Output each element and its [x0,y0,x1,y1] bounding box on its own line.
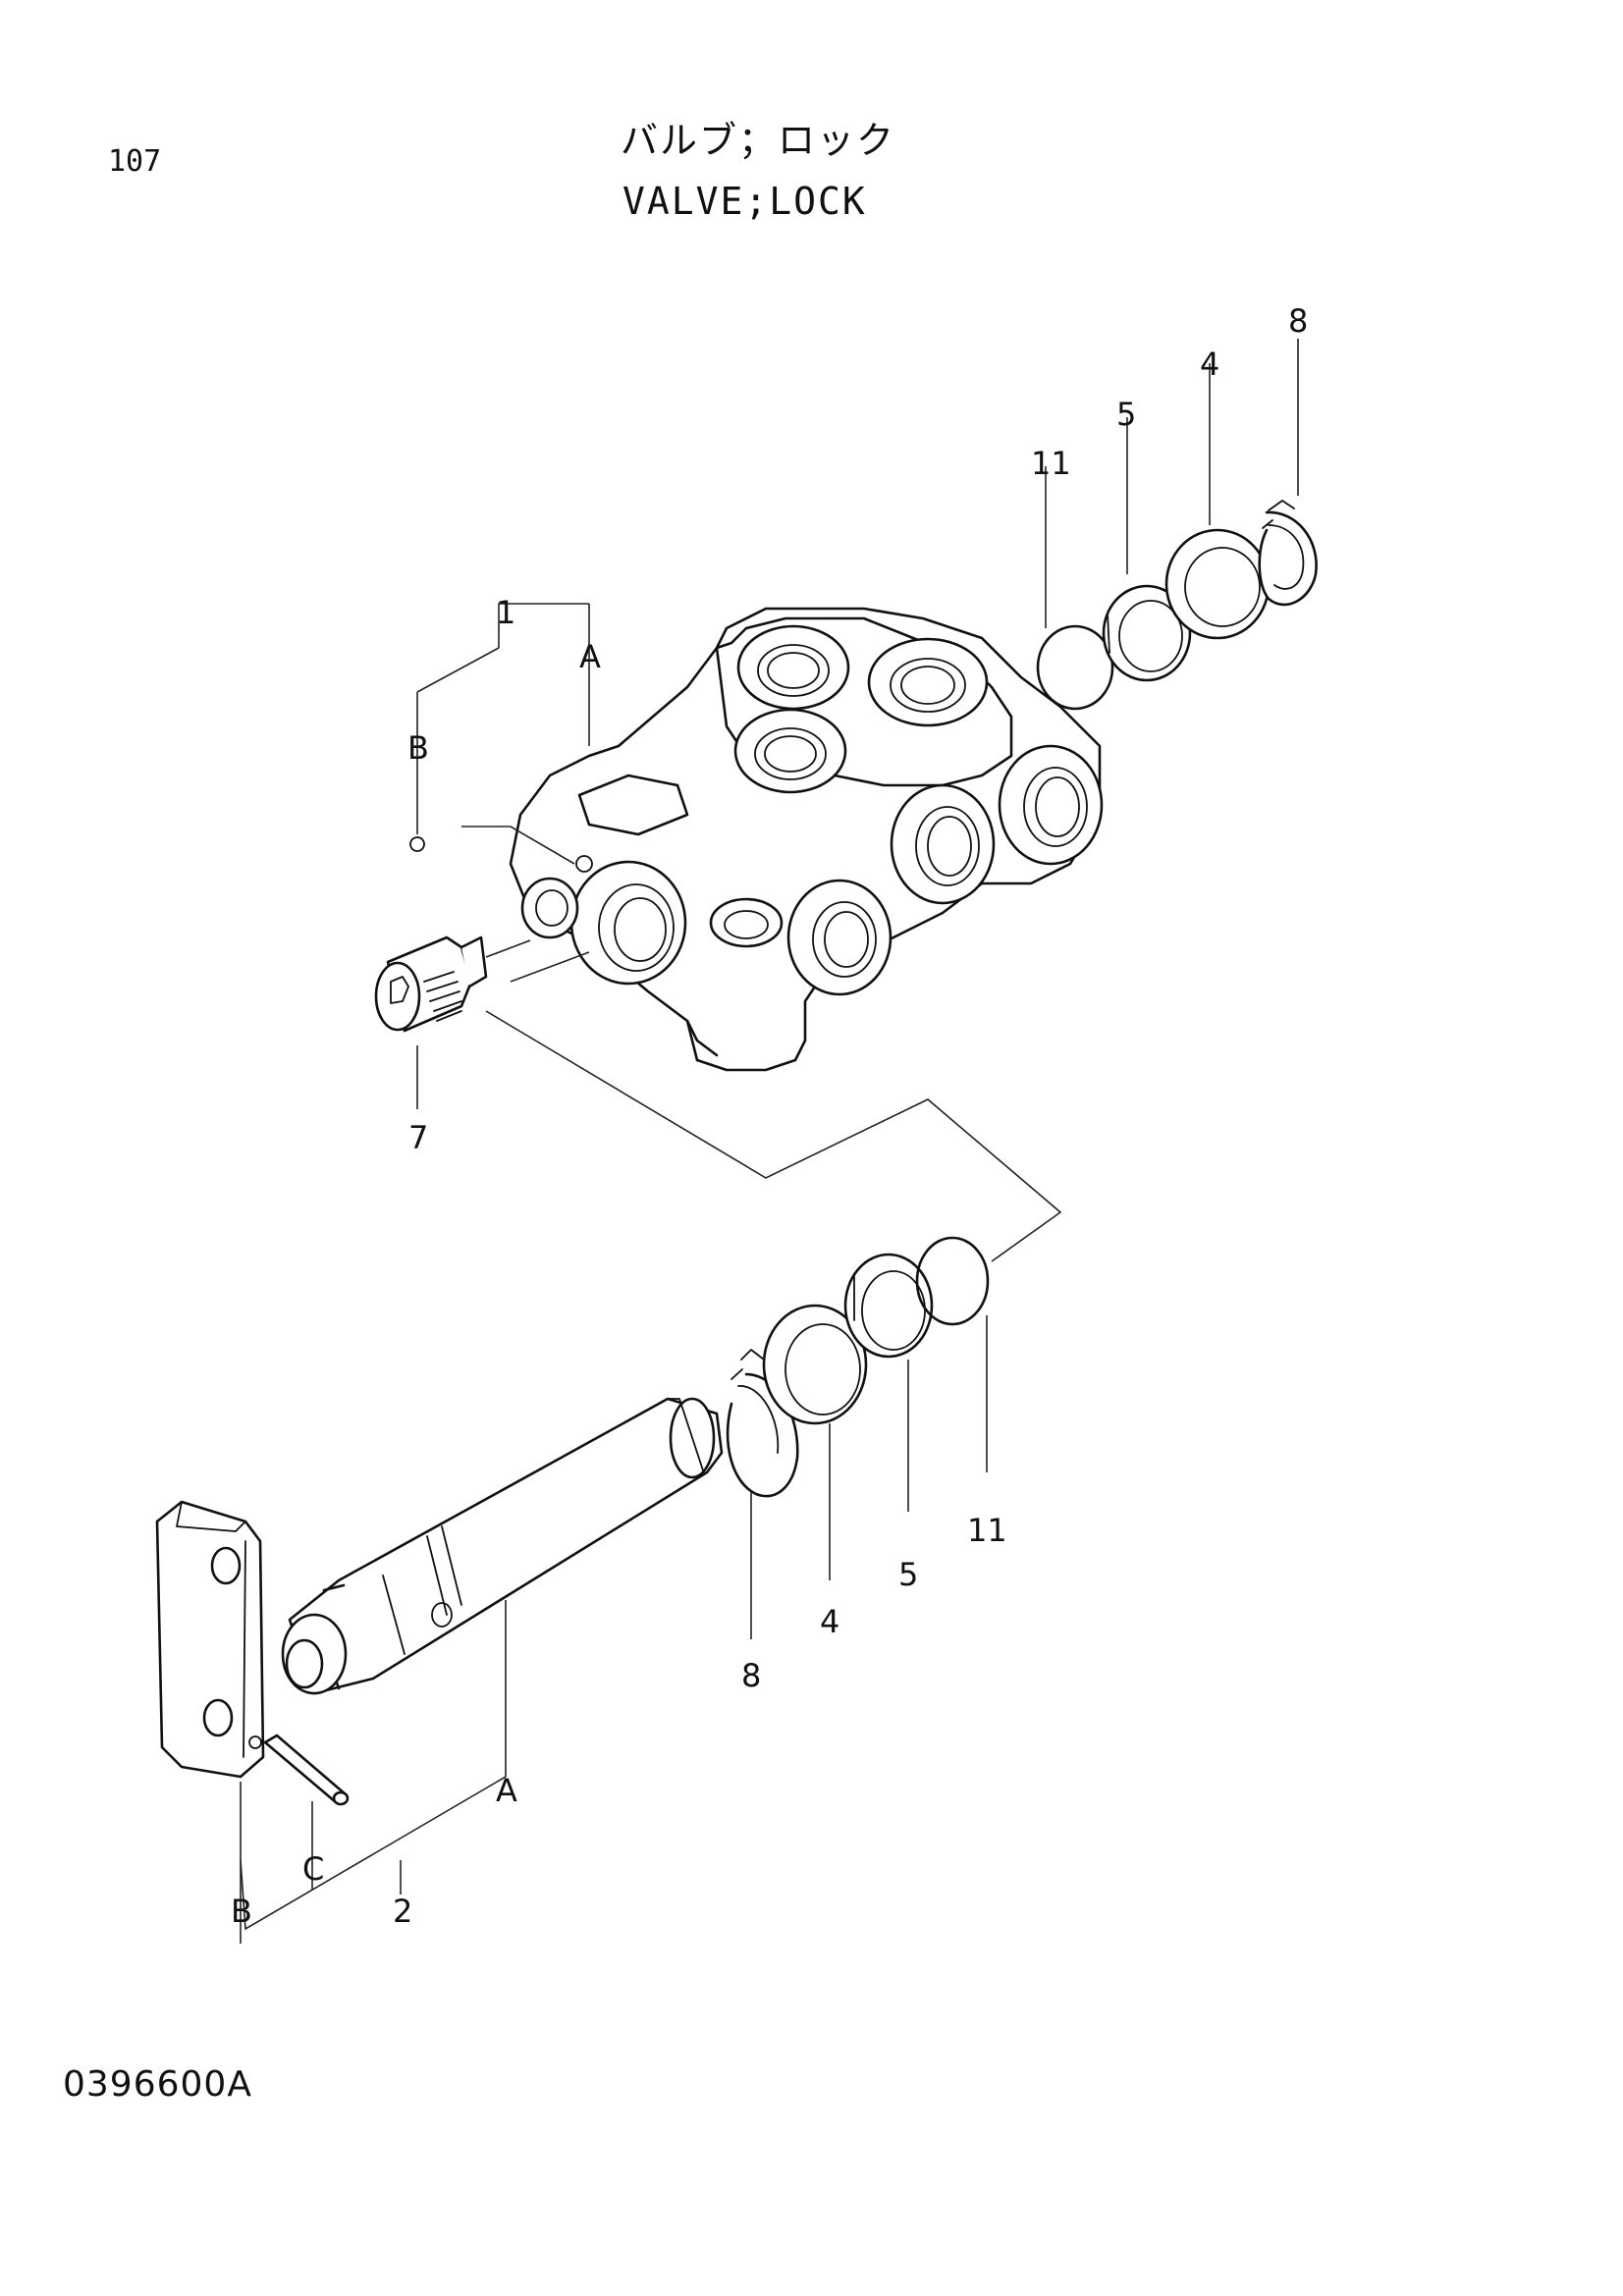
callout-item-4-lower: 4 [820,1603,839,1640]
lower-seal-stack [726,1236,990,1498]
callout-item-11-upper: 11 [1031,445,1071,482]
callout-ref-a-lower: A [496,1772,517,1809]
upper-seal-stack [1036,500,1318,711]
callout-ref-a-upper: A [579,638,601,675]
link-plate [155,1500,265,1779]
callout-ref-b-lower: B [231,1893,252,1930]
page-number: 107 [108,144,162,179]
title-japanese: バルブ；ロック [621,119,896,162]
drawing-code: 0396600A [63,2064,252,2105]
pin-shaft [281,1397,724,1695]
callout-item-2: 2 [393,1893,412,1930]
callout-item-5-upper: 5 [1116,396,1136,433]
valve-body [509,607,1104,1072]
callout-ref-c-lower: C [302,1850,324,1888]
upper-leader-lines [409,339,1299,1262]
callout-item-7: 7 [408,1119,428,1156]
callout-ref-b-upper: B [407,729,429,767]
title-english: VALVE;LOCK [622,180,867,223]
callout-item-4-upper: 4 [1200,346,1219,383]
spring-pin [248,1734,350,1806]
lower-leader-lines [240,1315,988,1944]
callout-item-8-lower: 8 [741,1657,761,1694]
lock-screw [374,935,590,1033]
callout-item-1-upper: 1 [496,594,515,631]
callout-item-5-lower: 5 [898,1556,918,1593]
callout-item-11-lower: 11 [967,1512,1007,1549]
callout-item-8-upper: 8 [1288,302,1308,340]
